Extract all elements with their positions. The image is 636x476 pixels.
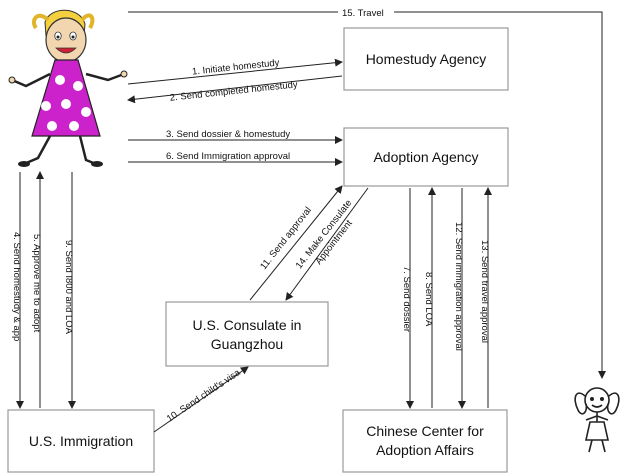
label-step-12: 12. Send immigration approval	[453, 222, 464, 351]
label-step-10: 10. Send child's visa	[165, 367, 243, 425]
us-immigration-label: U.S. Immigration	[29, 433, 133, 449]
arrow-step-11	[249, 185, 343, 301]
label-step-5: 5. Approve me to adopt	[31, 234, 42, 333]
ccaa-label-line2: Adoption Affairs	[376, 442, 474, 458]
parent-figure-icon	[8, 9, 128, 167]
us-immigration-box: U.S. Immigration	[7, 409, 155, 473]
us-consulate-label-line1: U.S. Consulate in	[193, 317, 302, 333]
ccaa-label-line1: Chinese Center for	[366, 423, 484, 439]
us-consulate-label-line2: Guangzhou	[211, 336, 283, 352]
label-step-13: 13. Send travel approval	[479, 240, 490, 343]
label-step-3: 3. Send dossier & homestudy	[166, 129, 290, 140]
arrow-step-15	[128, 11, 606, 379]
arrow-step-2	[127, 75, 343, 104]
arrow-step-10	[153, 366, 249, 433]
us-consulate-box: U.S. Consulate in Guangzhou	[165, 301, 329, 367]
arrow-step-14	[285, 187, 369, 301]
adoption-agency-box: Adoption Agency	[343, 127, 509, 187]
arrow-step-1	[127, 58, 343, 85]
ccaa-box: Chinese Center for Adoption Affairs	[342, 409, 508, 473]
label-step-4: 4. Send homestudy & app	[11, 232, 22, 341]
label-step-8: 8. Send LOA	[423, 272, 434, 327]
child-figure-icon	[574, 387, 620, 453]
label-step-6: 6. Send Immigration approval	[166, 151, 290, 162]
label-step-1: 1. Initiate homestudy	[192, 57, 281, 77]
label-step-7: 7. Send dossier	[401, 266, 412, 332]
homestudy-agency-box: Homestudy Agency	[343, 27, 509, 91]
homestudy-agency-label: Homestudy Agency	[366, 51, 487, 67]
label-step-9: 9. Send I800 and LOA	[63, 240, 74, 335]
adoption-agency-label: Adoption Agency	[373, 149, 478, 165]
label-step-2: 2. Send completed homestudy	[169, 79, 298, 103]
label-step-15: 15. Travel	[342, 8, 384, 19]
